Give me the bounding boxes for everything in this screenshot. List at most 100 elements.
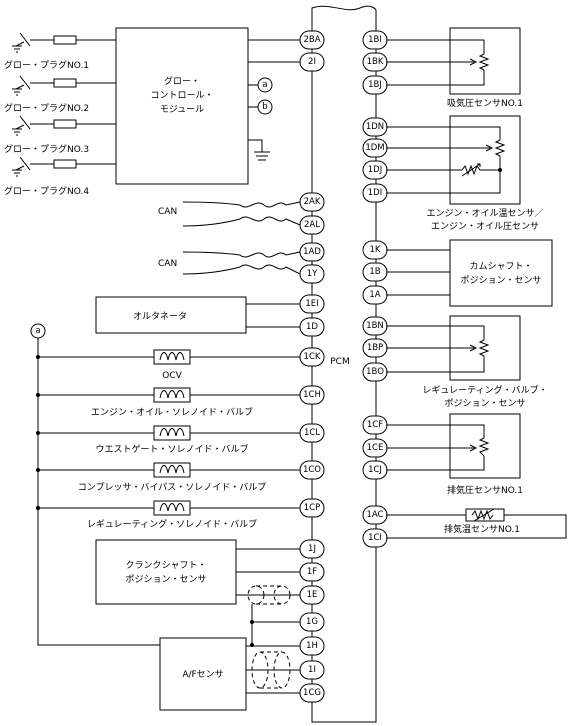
pcm-pin-label: 1E <box>307 590 318 600</box>
pcm-pin: 1CH <box>299 385 325 405</box>
pcm-pin-circle <box>299 215 325 235</box>
glow-plug-3: グロー・プラグNO.3 <box>4 115 116 155</box>
glow-plug-2: グロー・プラグNO.2 <box>4 75 116 114</box>
pcm-pin-label: 1AD <box>303 247 321 257</box>
pcm-pin-label: 1G <box>306 617 318 627</box>
pcm-pin: 1CF <box>362 415 388 435</box>
alternator-box: オルタネータ <box>95 296 300 334</box>
pcm-pin-label: 1A <box>369 290 380 300</box>
pcm-pin-label: 1DI <box>368 188 382 198</box>
intake-pressure-label: 吸気圧センサNO.1 <box>447 97 523 109</box>
pcm-pin-circle <box>299 347 325 367</box>
crankshaft-sensor: クランクシャフト・ ポジション・センサ <box>95 539 300 605</box>
pcm-pin-label: 1DN <box>366 122 384 132</box>
reg-valve-label-1: レギュレーティング・バルブ・ <box>422 384 547 396</box>
oil-sensor-label-2: エンジン・オイル圧センサ <box>431 221 539 232</box>
pcm-pin-label: 1AC <box>366 510 383 520</box>
pcm-pin: 1CJ <box>362 460 388 480</box>
pcm-pin-label: 2BA <box>303 35 320 45</box>
solenoid-label: レギュレーティング・ソレノイド・バルブ <box>87 518 257 530</box>
pcm-pin: 1Y <box>299 264 325 284</box>
pcm-pin: 1AD <box>299 242 325 262</box>
af-sensor-label: A/Fセンサ <box>182 669 223 680</box>
pcm-pin-label: 1J <box>308 544 316 554</box>
pcm-pin-label: 1CK <box>304 352 321 362</box>
glow-control-module: グロー・ コントロール・ モジュール a b <box>115 27 300 185</box>
pcm-pin-label: 1CP <box>304 503 320 513</box>
pcm-pin-label: 1DJ <box>368 165 382 175</box>
regulating-valve-sensor: レギュレーティング・バルブ・ ポジション・センサ <box>386 315 548 409</box>
ref-b-marker <box>257 99 273 115</box>
pcm-pin: 1A <box>362 285 388 305</box>
pcm-pin: 1BJ <box>362 75 388 95</box>
pcm-pin: 1H <box>299 636 325 656</box>
glow-plug-label: グロー・プラグNO.4 <box>4 185 89 197</box>
solenoid-label: コンプレッサ・バイパス・ソレノイド・バルブ <box>78 481 267 493</box>
intake-pressure-sensor: 吸気圧センサNO.1 <box>386 27 523 109</box>
pcm-pin-label: 1CI <box>368 533 382 543</box>
pcm-pin: 1CP <box>299 498 325 518</box>
pcm-pin: 1CO <box>299 460 325 480</box>
oil-temp-pressure-sensor: エンジン・オイル温センサ／ エンジン・オイル圧センサ <box>386 115 544 232</box>
pcm-pin-label: 2AL <box>304 220 320 230</box>
can-label: CAN <box>158 207 177 217</box>
pcm-pin-label: 1CF <box>367 420 383 430</box>
can-bus-1: CAN <box>158 201 301 227</box>
pcm-pin-label: 1F <box>307 567 317 577</box>
camshaft-sensor: カムシャフト・ ポジション・センサ <box>386 239 553 307</box>
pcm-pin-circle <box>299 264 325 284</box>
pcm-pin-circle <box>299 294 325 314</box>
can-bus-2: CAN <box>158 251 301 275</box>
pcm-pin: 1F <box>299 562 325 582</box>
pcm-pin-label: 1BP <box>367 343 383 353</box>
ref-a-label: a <box>262 80 267 90</box>
pcm-pin: 1DJ <box>362 160 388 180</box>
pcm-pin-circle <box>299 539 325 559</box>
can-label: CAN <box>158 259 177 269</box>
pcm-pin-circle <box>299 30 325 50</box>
pcm-pin-circle <box>299 683 325 703</box>
pcm-pin: 1E <box>299 585 325 605</box>
pcm-pin: 1CL <box>299 423 325 443</box>
pcm-pin-label: 1CE <box>367 443 384 453</box>
pcm-pin-circle <box>299 192 325 212</box>
pcm-pin-label: 1BI <box>368 35 382 45</box>
pcm-pin-circle <box>299 562 325 582</box>
exhaust-pressure-label: 排気圧センサNO.1 <box>447 484 523 496</box>
pcm-pin-label: 1K <box>370 245 381 255</box>
exhaust-temp-label: 排気温センサNO.1 <box>444 523 520 535</box>
glow-plug-4: グロー・プラグNO.4 <box>4 156 116 197</box>
glow-plug-label: グロー・プラグNO.3 <box>4 143 89 155</box>
pcm-pin-label: 1CG <box>303 688 321 698</box>
pcm-pin-label: 1BJ <box>368 80 382 90</box>
pcm-pin-label: 1I <box>308 665 316 675</box>
crank-sensor-label-1: クランクシャフト・ <box>125 560 206 571</box>
solenoid-label: OCV <box>162 371 182 381</box>
pcm-pin: 1EI <box>299 294 325 314</box>
pcm-pin-circle <box>299 317 325 337</box>
glow-module-label-3: モジュール <box>160 105 204 115</box>
pcm-pin-label: 1CL <box>304 428 320 438</box>
pcm-pin: 1K <box>362 240 388 260</box>
shield-wiring <box>36 355 300 647</box>
pcm-left-pins: 2BA 2I 2AK 2AL 1AD 1Y 1EI 1D 1CK 1CH 1CL 1CO 1CP 1J 1F… <box>299 30 325 703</box>
pcm-pin: 1BN <box>362 316 388 336</box>
pcm-pin-label: 2AK <box>304 197 321 207</box>
pcm-pin-label: 1B <box>369 267 380 277</box>
pcm-pin-label: 1BN <box>366 321 384 331</box>
pcm-pin-circle <box>299 460 325 480</box>
glow-module-label-2: コントロール・ <box>150 91 213 101</box>
pcm-pin-label: 1EI <box>305 299 318 309</box>
pcm-pin: 1G <box>299 612 325 632</box>
pcm-pin-label: 1BO <box>366 367 384 377</box>
cam-sensor-label-1: カムシャフト・ <box>469 261 532 272</box>
pcm-pin: 1BK <box>362 52 388 72</box>
pcm-pin-label: 1CJ <box>368 465 382 475</box>
pcm-pin-label: 1D <box>306 322 318 332</box>
pcm-pin: 1AC <box>362 505 388 525</box>
pcm-pin-circle <box>299 423 325 443</box>
pcm-pin: 1CG <box>299 683 325 703</box>
pcm-pin: 1DN <box>362 117 388 137</box>
pcm-pin: 2I <box>299 52 325 72</box>
exhaust-temp-sensor: 排気温センサNO.1 <box>386 508 567 539</box>
